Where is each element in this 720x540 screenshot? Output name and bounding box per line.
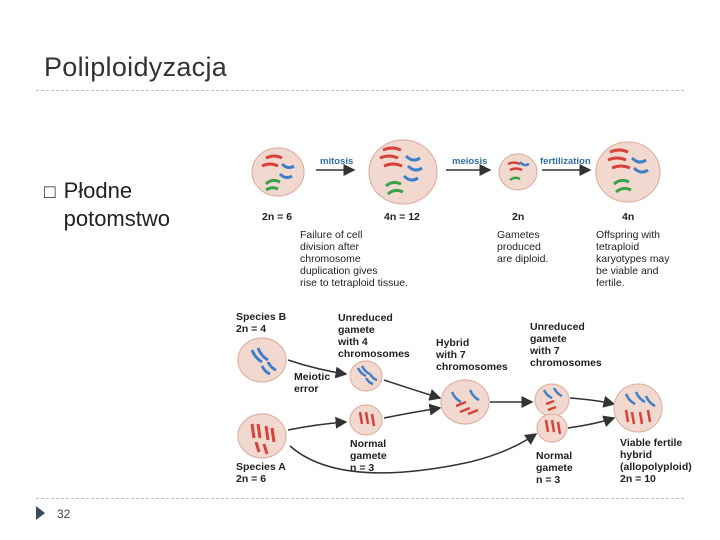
species-b-label: Species B 2n = 4	[236, 311, 287, 335]
svg-text:chromosomes: chromosomes	[338, 348, 410, 360]
svg-text:chromosome: chromosome	[300, 253, 361, 265]
svg-text:Species A: Species A	[236, 461, 286, 473]
svg-text:duplication gives: duplication gives	[300, 265, 378, 277]
hybrid-7-label: Hybrid with 7 chromosomes	[435, 337, 508, 373]
svg-text:Unreduced: Unreduced	[338, 312, 393, 324]
svg-text:chromosomes: chromosomes	[530, 357, 602, 369]
fertilization-label: fertilization	[540, 156, 591, 167]
caption-gametes: Gametes produced are diploid.	[497, 229, 548, 265]
svg-text:with 7: with 7	[529, 345, 560, 357]
gamete-2n	[498, 153, 538, 191]
species-a-label: Species A 2n = 6	[236, 461, 286, 485]
hybrid-7-cell	[440, 379, 490, 425]
svg-text:n = 3: n = 3	[536, 474, 560, 486]
svg-text:2n = 10: 2n = 10	[620, 473, 656, 485]
mitosis-label: mitosis	[320, 156, 353, 167]
svg-text:rise to tetraploid tissue.: rise to tetraploid tissue.	[300, 277, 408, 289]
species-b-cell	[237, 337, 287, 383]
svg-text:with 7: with 7	[435, 349, 466, 361]
meiotic-error-label: Meiotic error	[294, 371, 330, 395]
gamete-7-cell	[534, 383, 570, 417]
svg-text:be viable and: be viable and	[596, 265, 659, 277]
bullet-text: Płodne potomstwo	[63, 178, 170, 231]
svg-text:Meiotic: Meiotic	[294, 371, 330, 383]
svg-text:Viable fertile: Viable fertile	[620, 437, 682, 449]
ploidy-4n: 4n	[622, 211, 634, 223]
bullet-box-icon: □	[44, 182, 56, 203]
normal-gamete-a-label: Normal gamete n = 3	[350, 438, 387, 474]
normal-gamete-b-label: Normal gamete n = 3	[536, 450, 573, 486]
svg-text:Unreduced: Unreduced	[530, 321, 585, 333]
viable-hybrid-cell	[613, 383, 663, 433]
svg-text:with 4: with 4	[337, 336, 368, 348]
svg-text:Normal: Normal	[350, 438, 386, 450]
svg-text:Failure of cell: Failure of cell	[300, 229, 362, 241]
svg-text:2n = 6: 2n = 6	[236, 473, 266, 485]
meiosis-label: meiosis	[452, 156, 487, 167]
svg-text:(allopolyploid): (allopolyploid)	[620, 461, 692, 473]
svg-text:Gametes: Gametes	[497, 229, 540, 241]
svg-text:chromosomes: chromosomes	[436, 361, 508, 373]
svg-text:Species B: Species B	[236, 311, 287, 323]
svg-text:gamete: gamete	[350, 450, 387, 462]
slide-title: Poliploidyzacja	[44, 52, 228, 82]
svg-text:Offspring with: Offspring with	[596, 229, 660, 241]
svg-text:gamete: gamete	[338, 324, 375, 336]
svg-text:are diploid.: are diploid.	[497, 253, 548, 265]
svg-text:gamete: gamete	[530, 333, 567, 345]
ploidy-2n: 2n	[512, 211, 524, 223]
svg-text:Normal: Normal	[536, 450, 572, 462]
svg-text:hybrid: hybrid	[620, 449, 652, 461]
caption-offspring: Offspring with tetraploid karyotypes may…	[596, 229, 670, 289]
caption-failure: Failure of cell division after chromosom…	[300, 229, 408, 289]
svg-text:fertile.: fertile.	[596, 277, 625, 289]
svg-text:gamete: gamete	[536, 462, 573, 474]
unreduced-gamete-7: Unreduced gamete with 7 chromosomes	[529, 321, 602, 369]
unreduced-gamete-4: Unreduced gamete with 4 chromosomes	[337, 312, 410, 360]
svg-text:division after: division after	[300, 241, 359, 253]
cell-4n-offspring	[595, 141, 661, 203]
svg-text:error: error	[294, 383, 319, 395]
svg-text:produced: produced	[497, 241, 541, 253]
svg-text:karyotypes may: karyotypes may	[596, 253, 670, 265]
page-number: 32	[57, 507, 71, 521]
bullet-item: □ Płodne potomstwo	[44, 177, 224, 233]
svg-text:tetraploid: tetraploid	[596, 241, 639, 253]
species-a-cell	[237, 413, 287, 459]
gamete-a-cell	[349, 404, 383, 436]
cell-4n12	[368, 139, 438, 205]
svg-text:Hybrid: Hybrid	[436, 337, 469, 349]
footer-divider	[36, 498, 684, 499]
gamete-n3-cell	[536, 413, 568, 443]
footer-triangle-icon	[36, 506, 45, 520]
svg-text:2n = 4: 2n = 4	[236, 323, 266, 335]
ploidy-2n6: 2n = 6	[262, 211, 292, 223]
title-divider	[36, 90, 684, 91]
gamete-b-cell	[349, 360, 383, 392]
viable-hybrid-label: Viable fertile hybrid (allopolyploid) 2n…	[620, 437, 692, 485]
ploidy-4n12: 4n = 12	[384, 211, 420, 223]
cell-2n6	[251, 147, 305, 197]
